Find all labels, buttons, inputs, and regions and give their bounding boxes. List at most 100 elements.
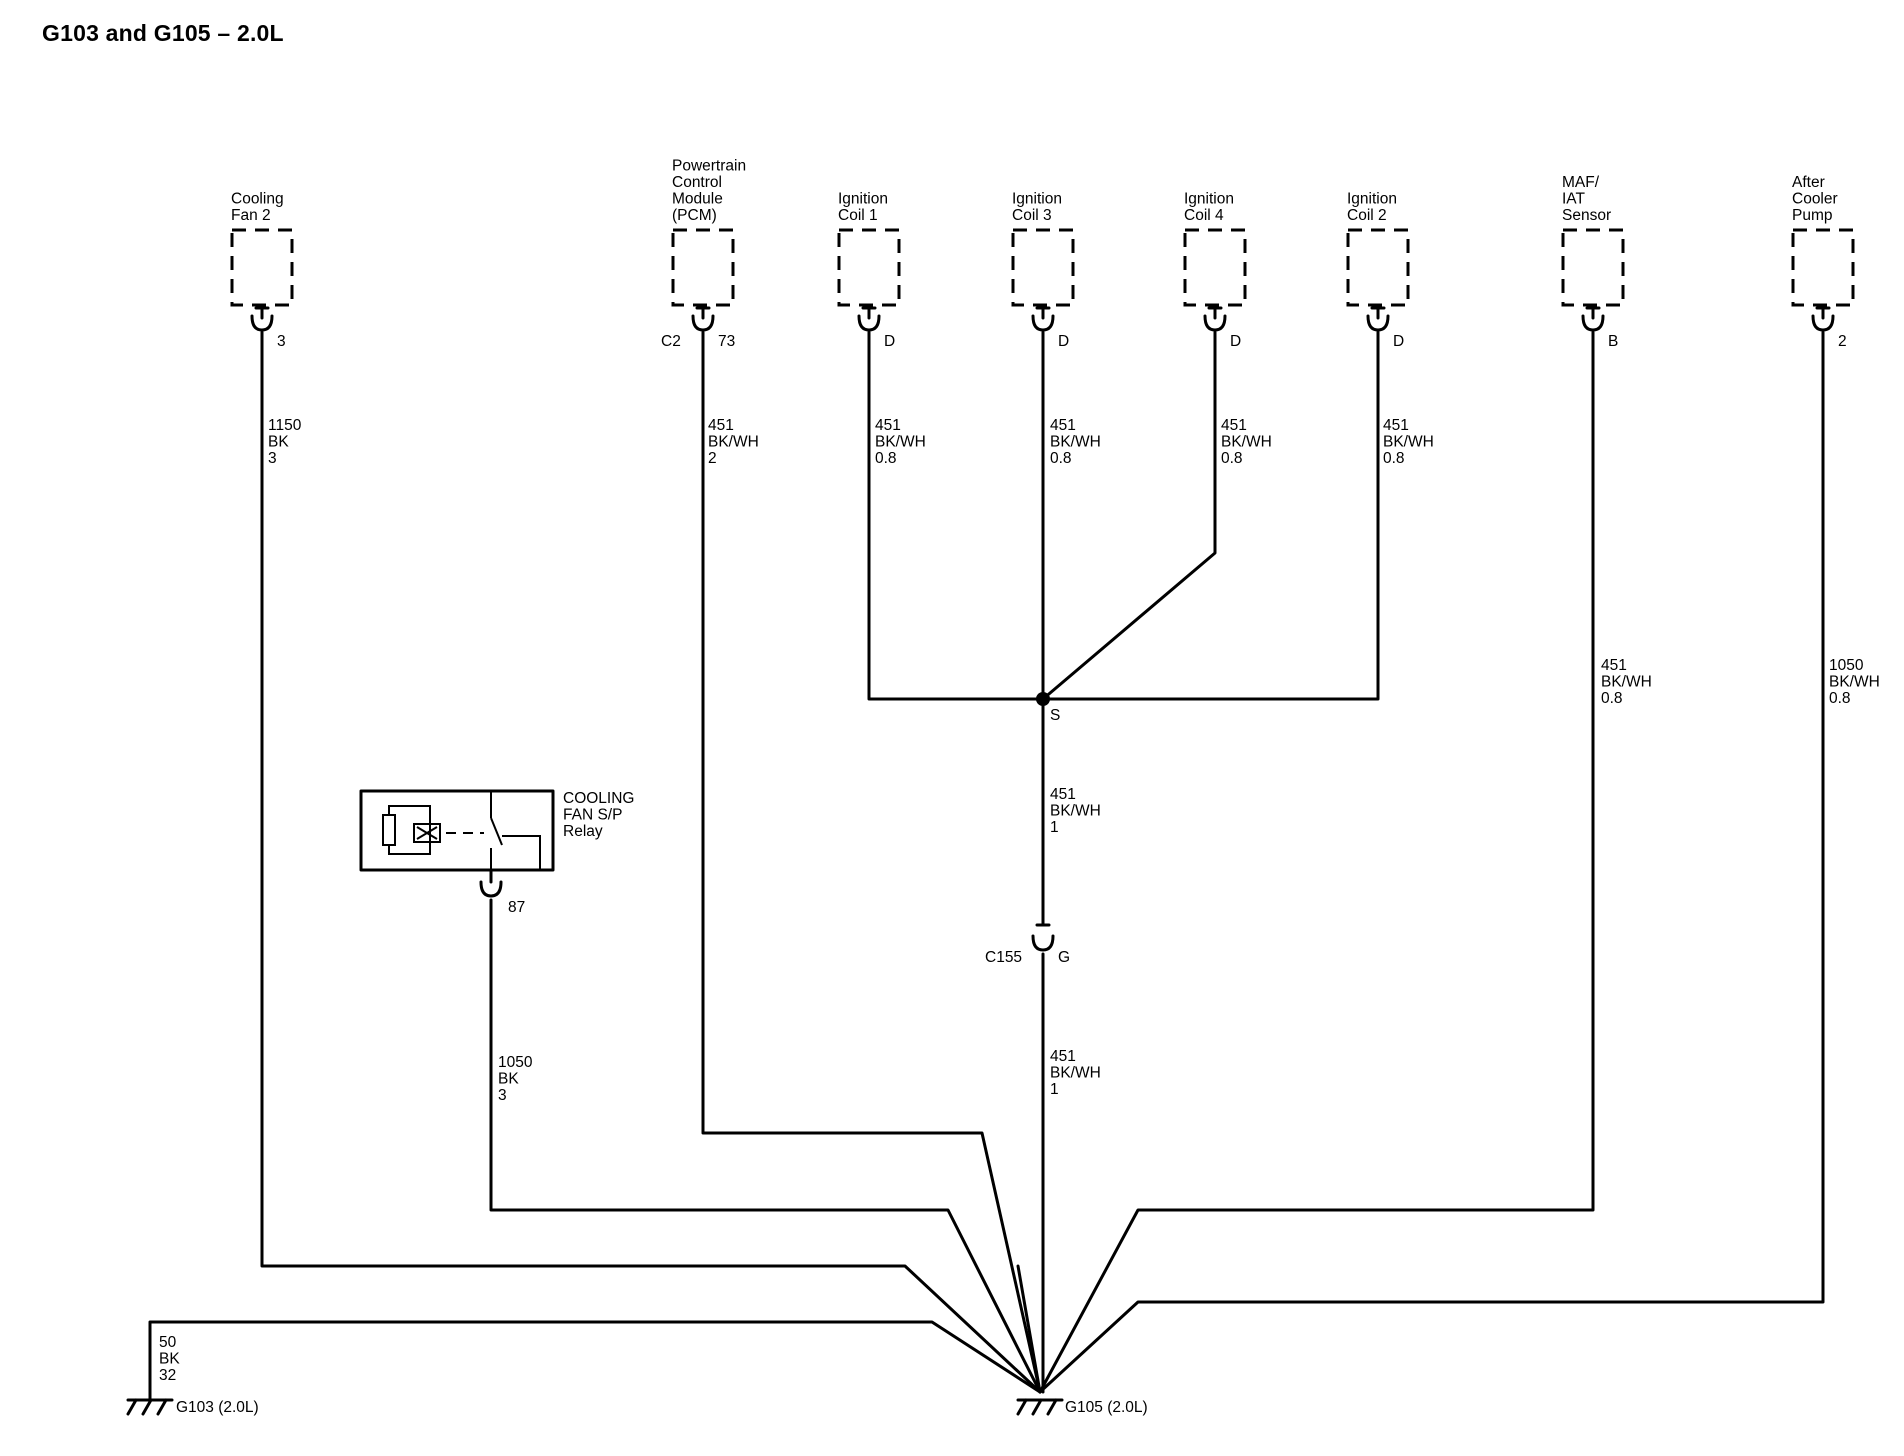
after-cooler-pump-pin-terminal [1811, 314, 1835, 332]
pcm-pin-terminal-cup [691, 314, 715, 332]
relay-pin-number: 87 [508, 899, 525, 916]
wire-convergence-stub [1016, 1264, 1042, 1394]
relay-coil [413, 823, 441, 843]
connector-c155 [1031, 923, 1055, 952]
splice-s-dot [1036, 692, 1050, 706]
wire-maf-iat [1038, 330, 1595, 1394]
maf-iat-sensor-pin-number: B [1608, 333, 1618, 350]
wire-ignition-coil-4-label-line-1: 451 [1221, 417, 1247, 434]
wire-g103-label-line-2: BK [159, 1351, 180, 1368]
wire-cooling-fan-2-label-line-1: 1150 [268, 417, 302, 434]
g103-ground-symbol-hatch-3 [156, 1398, 168, 1416]
relay-switch-arm [490, 817, 503, 846]
maf-iat-sensor-pin-terminal [1581, 314, 1605, 332]
wire-ignition-coil-4-label-line-3: 0.8 [1221, 450, 1243, 467]
wire-after-cooler-pump-label-line-2: BK/WH [1829, 674, 1880, 691]
wire-ignition-coil-4 [1041, 330, 1217, 701]
pcm-label-line-2: Control [672, 174, 722, 191]
wire-g103-label-line-3: 32 [159, 1367, 176, 1384]
pcm-box [671, 228, 735, 307]
ignition-coil-4-pin-terminal [1203, 314, 1227, 332]
page-title: G103 and G105 – 2.0L [42, 20, 284, 46]
ignition-coil-2-box [1346, 228, 1410, 307]
ignition-coil-3-pin-number: D [1058, 333, 1069, 350]
pcm-connector-id: C2 [661, 333, 681, 350]
wire-after-cooler-pump-label-line-1: 1050 [1829, 657, 1864, 674]
wire-after-cooler-pump-label-line-3: 0.8 [1829, 690, 1851, 707]
ignition-coil-2-label-line-1: Ignition [1347, 191, 1397, 208]
pcm-pin-number: 73 [718, 333, 735, 350]
wire-ignition-coil-2-label-line-2: BK/WH [1383, 434, 1434, 451]
wire-relay-label-line-2: BK [498, 1071, 519, 1088]
wire-maf-iat-label-line-2: BK/WH [1601, 674, 1652, 691]
relay-switch-contact [502, 835, 541, 870]
wire-ignition-coil-1-label-line-2: BK/WH [875, 434, 926, 451]
wire-ignition-coil-3-label-line-1: 451 [1050, 417, 1076, 434]
cooling-fan-2-box [230, 228, 294, 307]
maf-iat-sensor-pin-terminal-cup [1581, 314, 1605, 332]
wire-pcm [701, 330, 1042, 1394]
relay-coil-x [416, 826, 438, 840]
ignition-coil-4-pin-number: D [1230, 333, 1241, 350]
ignition-coil-3-label-line-1: Ignition [1012, 191, 1062, 208]
wire-ignition-coil-1-label-line-3: 0.8 [875, 450, 897, 467]
ignition-coil-3-label-line-2: Coil 3 [1012, 207, 1052, 224]
pcm-label-line-3: Module [672, 191, 723, 208]
after-cooler-pump-pin-number: 2 [1838, 333, 1847, 350]
wire-relay-label-line-3: 3 [498, 1087, 507, 1104]
wire-cooling-fan-2-label-line-3: 3 [268, 450, 277, 467]
after-cooler-pump-box [1791, 228, 1855, 307]
g103-ground-symbol-hatch-1 [126, 1398, 138, 1416]
maf-iat-sensor-box [1561, 228, 1625, 307]
cooling-fan-2-label-line-1: Cooling [231, 191, 284, 208]
ignition-coil-4-box [1183, 228, 1247, 307]
g105-ground-symbol-hatch-3 [1046, 1398, 1058, 1416]
cooling-fan-2-pin-number: 3 [277, 333, 286, 350]
g105-label: G105 (2.0L) [1065, 1399, 1148, 1416]
after-cooler-pump-pin-terminal-cup [1811, 314, 1835, 332]
relay-coil-loop [388, 805, 431, 855]
wire-ignition-coil-1-label-line-1: 451 [875, 417, 901, 434]
wire-pcm-label-line-2: BK/WH [708, 434, 759, 451]
ignition-coil-4-label-line-1: Ignition [1184, 191, 1234, 208]
after-cooler-pump-label-line-2: Cooler [1792, 191, 1838, 208]
relay-label-line-3: Relay [563, 823, 603, 840]
wire-relay-label-line-1: 1050 [498, 1054, 533, 1071]
wire-ignition-coil-2-label-line-3: 0.8 [1383, 450, 1405, 467]
splice-label: S [1050, 707, 1060, 724]
relay-box [359, 789, 555, 872]
wire-maf-iat-label-line-3: 0.8 [1601, 690, 1623, 707]
wire-pcm-label-line-1: 451 [708, 417, 734, 434]
ignition-coil-1-pin-number: D [884, 333, 895, 350]
wire-after-cooler-pump [1038, 330, 1825, 1394]
c155-terminal-cup [1031, 934, 1055, 952]
cooling-fan-2-pin-terminal [250, 314, 274, 332]
g105-ground-symbol-hatch-2 [1031, 1398, 1043, 1416]
relay-label-line-2: FAN S/P [563, 807, 622, 824]
wire-splice-to-c155-label-line-2: BK/WH [1050, 803, 1101, 820]
cooling-fan-2-label-line-2: Fan 2 [231, 207, 271, 224]
pcm-label-line-1: Powertrain [672, 158, 746, 175]
relay-label-line-1: COOLING [563, 790, 634, 807]
ignition-coil-1-pin-terminal [857, 314, 881, 332]
